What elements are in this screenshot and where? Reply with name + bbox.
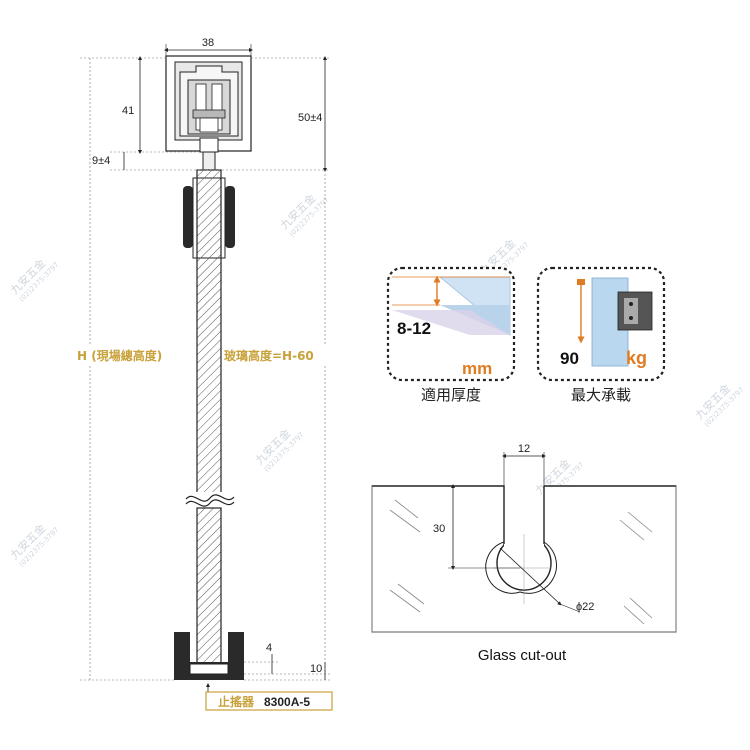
label-stopper-model: 8300A-5 xyxy=(264,695,310,709)
spec-load-caption: 最大承載 xyxy=(571,386,631,404)
dim-slot-depth: 30 xyxy=(433,523,445,535)
spec-load-card: 90 kg 最大承載 xyxy=(536,266,666,404)
glass-cutout-drawing: 12 30 ϕ22 Glass cut-out xyxy=(371,443,677,664)
spec-thickness-unit: mm xyxy=(462,359,492,378)
dim-bottom-gap: 4 xyxy=(266,642,272,654)
dim-bottom-clearance: 10 xyxy=(310,663,322,675)
stopper-label-box xyxy=(205,691,333,711)
spec-thickness-caption: 適用厚度 xyxy=(421,386,481,404)
glass-panel xyxy=(196,169,222,497)
label-total-height: H (現場總高度) xyxy=(77,348,162,363)
dim-top-gap: 9±4 xyxy=(92,155,110,167)
label-stopper: 止搖器 xyxy=(218,694,255,709)
dim-slot-width: 12 xyxy=(518,443,530,455)
label-glass-cutout: Glass cut-out xyxy=(478,647,567,664)
door-section-drawing: 38 41 9±4 50±4 H (現場總高度) 玻璃高度=H-60 4 10 … xyxy=(76,37,334,711)
dim-rail-height: 41 xyxy=(122,105,134,117)
hanger-bolt xyxy=(199,137,219,153)
spec-thickness-value: 8-12 xyxy=(397,319,431,338)
dim-hole-diameter: ϕ22 xyxy=(576,601,594,613)
spec-thickness-card: 8-12 mm 適用厚度 xyxy=(386,266,516,404)
spec-load-unit: kg xyxy=(626,348,647,368)
clamp-plate-right xyxy=(225,186,235,248)
label-glass-height: 玻璃高度=H-60 xyxy=(224,348,314,363)
spec-load-value: 90 xyxy=(560,349,579,368)
dim-overall-top: 50±4 xyxy=(298,112,322,124)
break-mark xyxy=(185,494,235,502)
clamp-plate-left xyxy=(183,186,193,248)
dim-rail-width: 38 xyxy=(202,37,214,49)
